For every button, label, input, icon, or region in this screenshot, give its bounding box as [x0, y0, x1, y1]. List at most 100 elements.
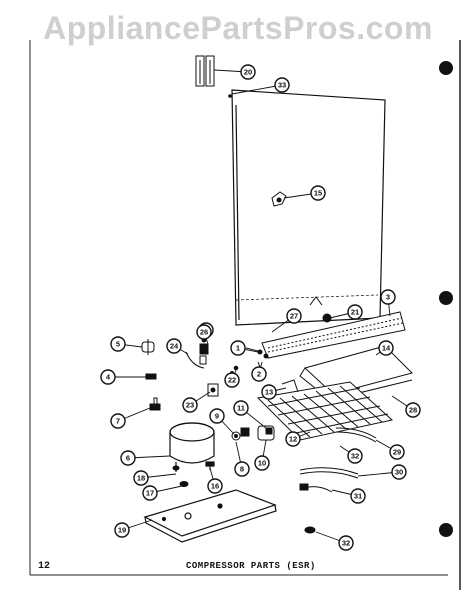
- binder-hole-middle: [439, 291, 453, 305]
- callout-17: 17: [142, 485, 158, 501]
- callout-number: 6: [126, 454, 130, 463]
- callout-circle: [286, 308, 302, 324]
- callout-30: 30: [391, 464, 407, 480]
- callout-circle: [240, 64, 256, 80]
- callout-circle: [114, 522, 130, 538]
- callout-circle: [182, 397, 198, 413]
- callout-number: 30: [395, 468, 403, 477]
- callout-11: 11: [233, 400, 249, 416]
- callout-number: 10: [258, 459, 266, 468]
- callout-circle: [251, 366, 267, 382]
- callout-14: 14: [378, 340, 394, 356]
- callout-circle: [391, 464, 407, 480]
- clip-part: [145, 373, 157, 380]
- mount-grommets: [172, 465, 189, 487]
- callout-circle: [100, 369, 116, 385]
- callout-number: 20: [244, 68, 252, 77]
- callout-number: 15: [314, 189, 322, 198]
- callout-circle: [209, 408, 225, 424]
- callout-number: 12: [289, 435, 297, 444]
- callout-number: 32: [351, 452, 359, 461]
- callout-31: 31: [350, 488, 366, 504]
- callout-circle: [285, 431, 301, 447]
- callout-12: 12: [285, 431, 301, 447]
- callout-circle: [347, 304, 363, 320]
- callout-number: 3: [386, 293, 390, 302]
- callout-circle: [110, 413, 126, 429]
- tube-part: [195, 55, 215, 87]
- callout-circle: [142, 485, 158, 501]
- callout-number: 17: [146, 489, 154, 498]
- callout-1: 1: [230, 340, 246, 356]
- callout-number: 21: [351, 308, 359, 317]
- callout-26: 26: [196, 324, 212, 340]
- callout-circle: [380, 289, 396, 305]
- callout-number: 18: [137, 474, 145, 483]
- callout-circle: [274, 77, 290, 93]
- callout-number: 33: [278, 81, 286, 90]
- binder-hole-bottom: [439, 523, 453, 537]
- callout-circle: [133, 470, 149, 486]
- base-plate: [143, 489, 277, 543]
- callout-33: 33: [274, 77, 290, 93]
- callout-circle: [230, 340, 246, 356]
- callout-16: 16: [207, 478, 223, 494]
- callout-32: 32: [338, 535, 354, 551]
- leader-line: [231, 84, 283, 95]
- binder-hole-top: [439, 61, 453, 75]
- callout-number: 7: [116, 417, 120, 426]
- callout-4: 4: [100, 369, 116, 385]
- callout-22: 22: [224, 372, 240, 388]
- callout-circle: [233, 400, 249, 416]
- leader-lines: [108, 69, 414, 544]
- callout-2: 2: [251, 366, 267, 382]
- callout-number: 13: [265, 388, 273, 397]
- callout-23: 23: [182, 397, 198, 413]
- coil-bracket: [281, 379, 299, 393]
- callout-number: 16: [211, 482, 219, 491]
- callout-number: 19: [118, 526, 126, 535]
- callout-circle: [310, 185, 326, 201]
- callout-number: 11: [237, 404, 245, 413]
- page-caption: COMPRESSOR PARTS (ESR): [186, 561, 316, 571]
- callout-18: 18: [133, 470, 149, 486]
- callout-6: 6: [120, 450, 136, 466]
- thermostat-bracket: [271, 191, 287, 207]
- fitting-part: [141, 339, 155, 355]
- overload-part: [257, 425, 275, 441]
- callout-21: 21: [347, 304, 363, 320]
- callout-number: 14: [382, 344, 391, 353]
- callout-circle: [110, 336, 126, 352]
- callout-10: 10: [254, 455, 270, 471]
- callout-number: 27: [290, 312, 298, 321]
- callout-circle: [224, 372, 240, 388]
- callout-28: 28: [405, 402, 421, 418]
- callout-number: 24: [170, 342, 179, 351]
- callout-labels: 2033153212725265241144222132379112812681…: [100, 64, 421, 551]
- callout-circle: [347, 448, 363, 464]
- callout-number: 31: [354, 492, 362, 501]
- callout-circle: [207, 478, 223, 494]
- wire-harness: [185, 337, 209, 369]
- callout-circle: [261, 384, 277, 400]
- callout-20: 20: [240, 64, 256, 80]
- callout-circle: [378, 340, 394, 356]
- callout-7: 7: [110, 413, 126, 429]
- callout-number: 23: [186, 401, 194, 410]
- callout-number: 5: [116, 340, 120, 349]
- callout-circle: [196, 324, 212, 340]
- callout-9: 9: [209, 408, 225, 424]
- callout-15: 15: [310, 185, 326, 201]
- callout-number: 32: [342, 539, 350, 548]
- callout-13: 13: [261, 384, 277, 400]
- callout-circle: [389, 444, 405, 460]
- callout-number: 22: [228, 376, 236, 385]
- callout-circle: [405, 402, 421, 418]
- callout-number: 2: [257, 370, 261, 379]
- callout-32: 32: [347, 448, 363, 464]
- callout-number: 8: [240, 465, 244, 474]
- drain-clip: [309, 296, 323, 306]
- callout-number: 26: [200, 328, 208, 337]
